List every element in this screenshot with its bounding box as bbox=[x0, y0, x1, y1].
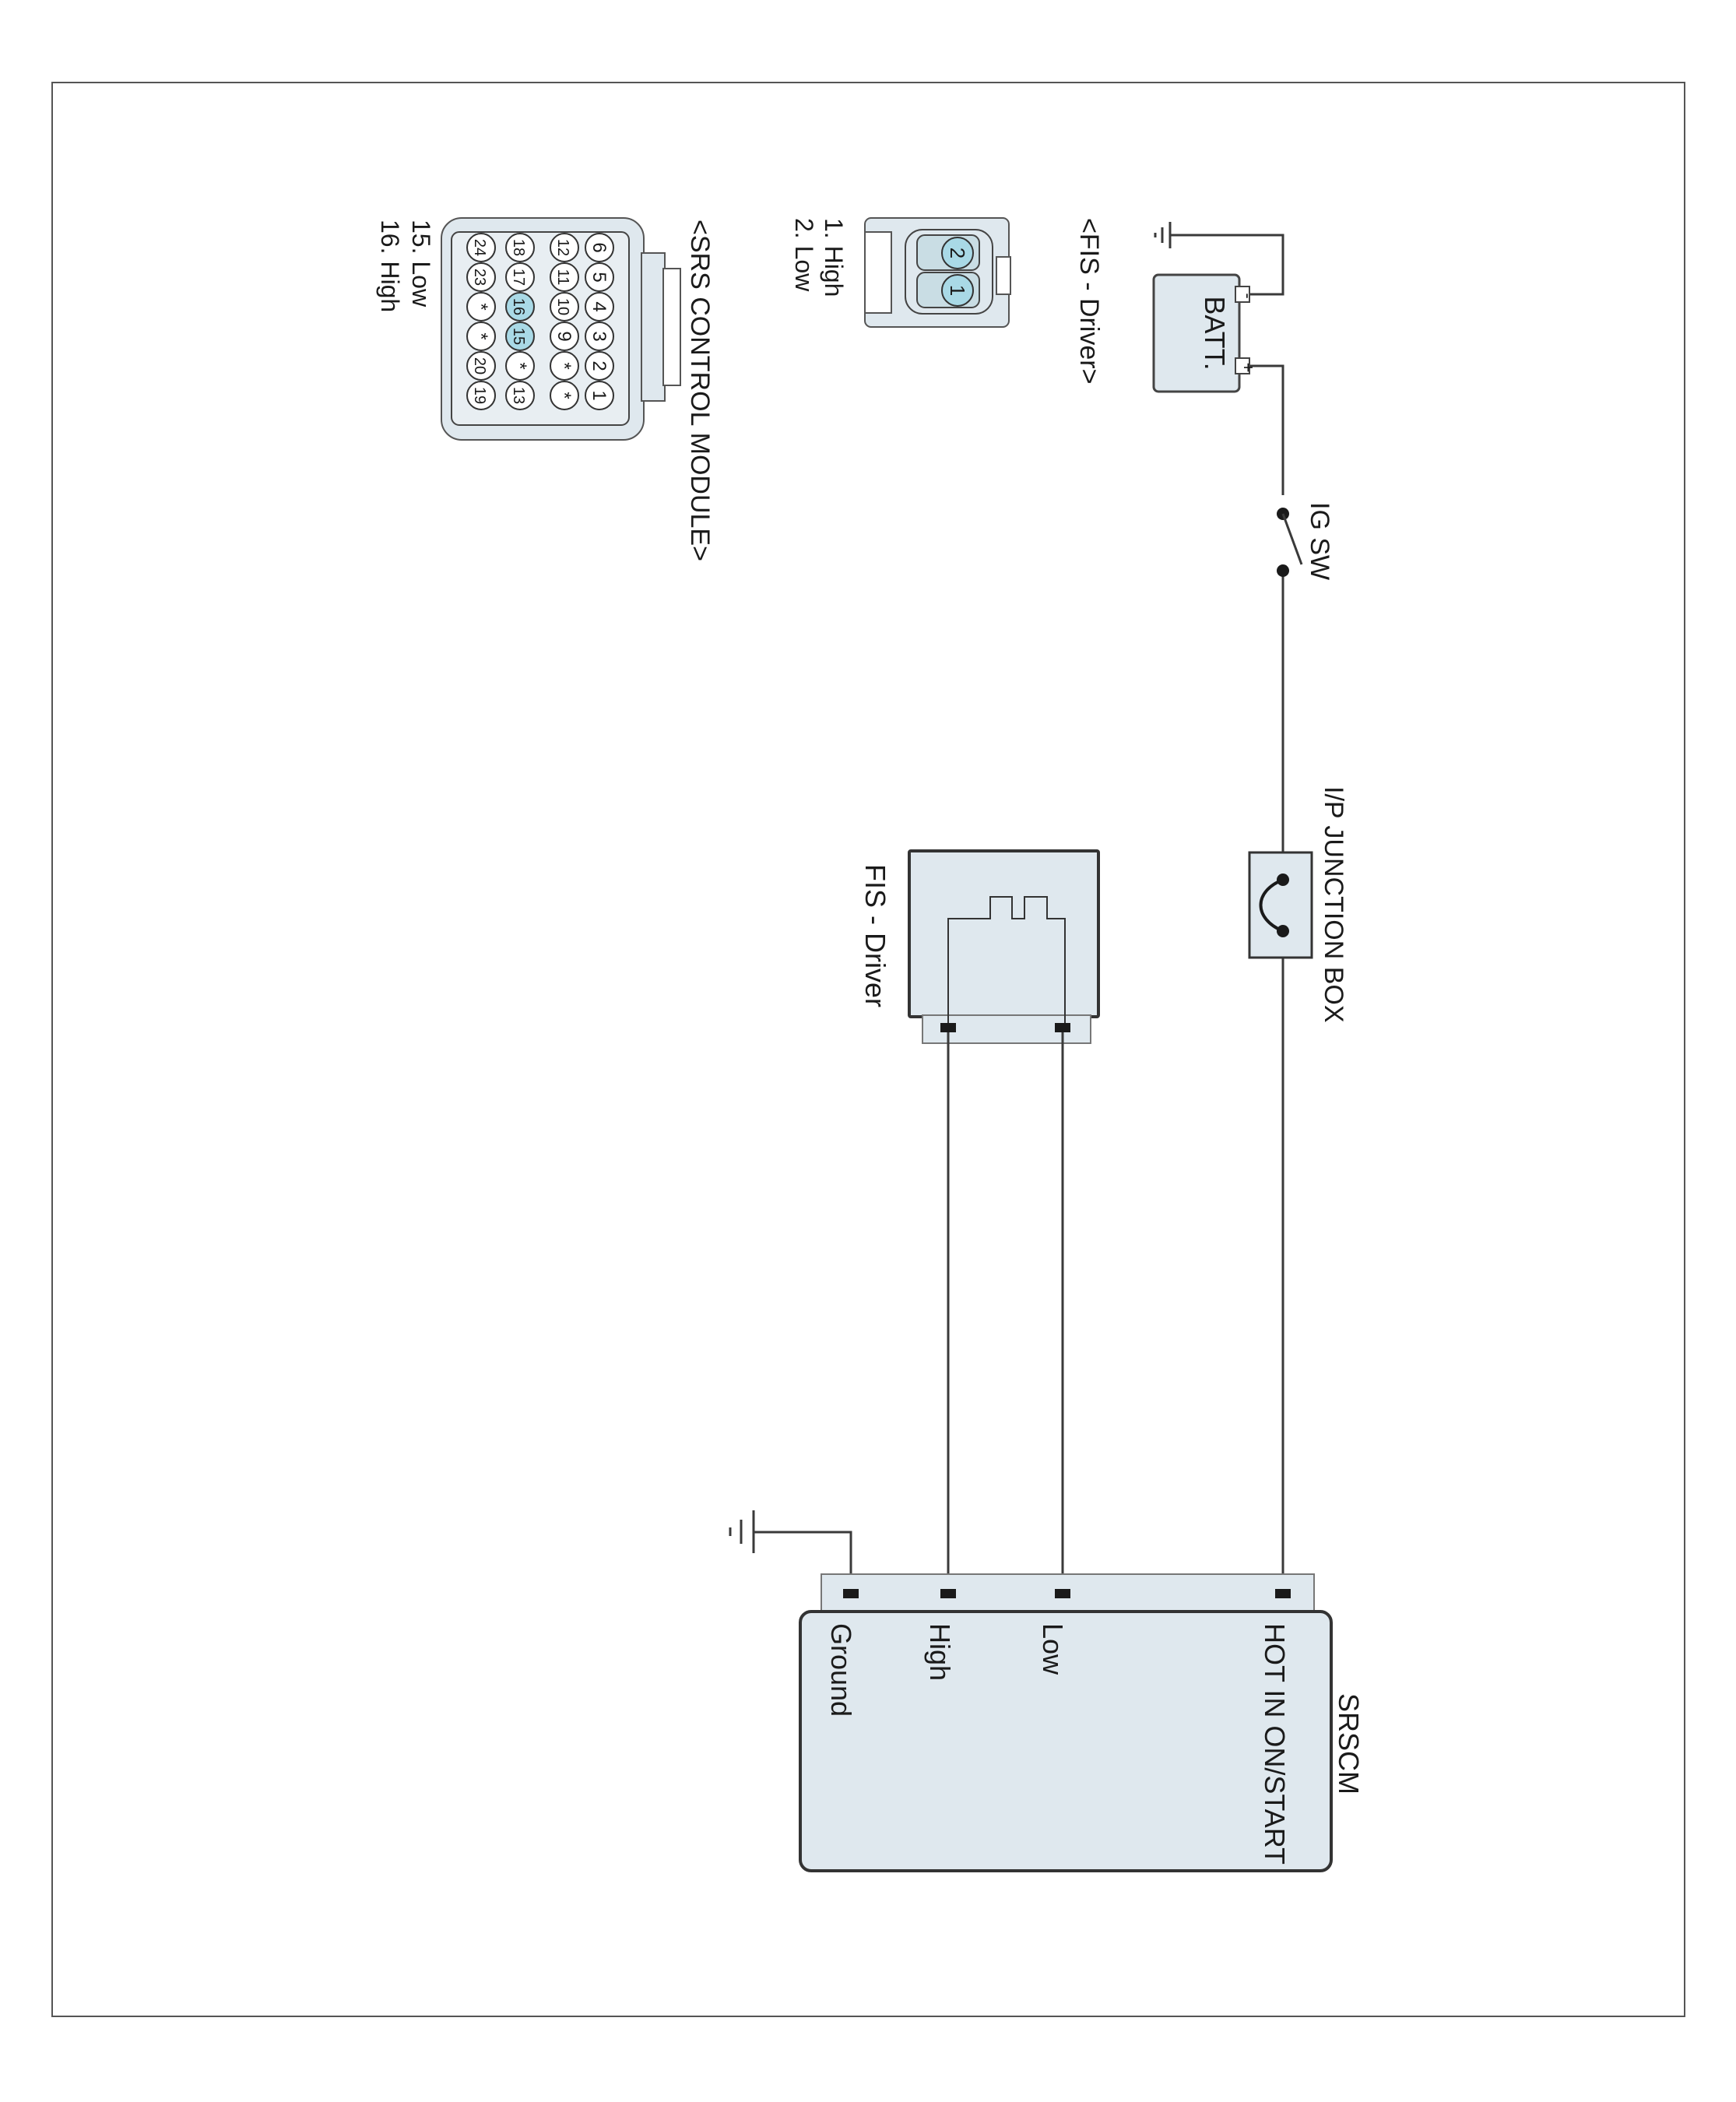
srs-connector-pin bbox=[550, 262, 579, 292]
battery-minus-label: - bbox=[1239, 293, 1258, 298]
srs-connector-pin-label: 1 bbox=[589, 390, 610, 400]
fis-connector-face: 1 2 <FIS - Driver> 1. High 2. Low bbox=[790, 217, 1104, 384]
battery: BATT. - + bbox=[1152, 273, 1258, 393]
srs-connector-pin-label: 19 bbox=[471, 387, 488, 404]
fis-connector-legend-2: 2. Low bbox=[790, 218, 818, 292]
srs-connector-pin-label: * bbox=[470, 303, 491, 310]
srs-connector-pin-label: * bbox=[470, 332, 491, 339]
srs-connector-pin bbox=[505, 381, 535, 410]
srs-connector-pin-label: 2 bbox=[589, 360, 610, 371]
srs-connector-pin-label: 16 bbox=[510, 298, 527, 315]
fis-wires bbox=[947, 1032, 1064, 1594]
srs-connector-pin-label: 4 bbox=[589, 301, 610, 311]
srscm-pin-high bbox=[940, 1589, 956, 1598]
fis-driver-pin-high bbox=[940, 1023, 956, 1032]
srs-connector-pin bbox=[585, 262, 614, 292]
ignition-switch: IG SW bbox=[1275, 495, 1334, 580]
srs-connector-pin bbox=[585, 381, 614, 410]
srs-connector-pin-label: 3 bbox=[589, 331, 610, 341]
fis-connector-pin-1 bbox=[941, 274, 974, 307]
srscm-pin-label-ground: Ground bbox=[825, 1623, 857, 1717]
srs-connector-pin-label: 10 bbox=[554, 298, 571, 315]
squib-symbol bbox=[947, 896, 1066, 1028]
svg-text:2: 2 bbox=[946, 248, 969, 258]
srs-connector-pin bbox=[505, 262, 535, 292]
battery-plus-label: + bbox=[1239, 363, 1258, 373]
srscm-pin-label-low: Low bbox=[1037, 1623, 1069, 1675]
srs-connector-pin-label: 24 bbox=[471, 239, 488, 256]
srscm-pin-label-high: High bbox=[924, 1623, 956, 1681]
srs-connector-pin-label: 20 bbox=[471, 357, 488, 374]
fis-connector-title: <FIS - Driver> bbox=[1074, 218, 1104, 384]
srscm-label: SRSCM bbox=[1333, 1693, 1365, 1794]
srs-connector-pin bbox=[466, 292, 496, 322]
srs-connector-pin-label: 12 bbox=[554, 239, 571, 256]
ip-junction-box: I/P JUNCTION BOX bbox=[1248, 786, 1348, 1023]
battery-label: BATT. bbox=[1199, 296, 1231, 370]
srs-connector-pin bbox=[505, 292, 535, 322]
srs-connector-pin bbox=[466, 381, 496, 410]
srs-connector-legend-16: 16. High bbox=[376, 220, 404, 312]
srs-connector-pin-label: 9 bbox=[553, 331, 575, 341]
srs-connector-pin bbox=[585, 322, 614, 351]
srs-connector-legend-15: 15. Low bbox=[407, 220, 435, 308]
fis-connector-pin-2 bbox=[941, 237, 974, 269]
battery-minus-terminal bbox=[1235, 286, 1250, 303]
srs-connector-face: <SRS CONTROL MODULE> 15. Low 16. High 6 5… bbox=[376, 217, 715, 561]
battery-plus-terminal bbox=[1235, 357, 1250, 374]
srscm-module: HOT IN ON/START Low High Ground SRSCM bbox=[799, 1573, 1365, 1872]
srs-connector-pin bbox=[550, 351, 579, 381]
srscm-pin-ground bbox=[843, 1589, 859, 1598]
srs-connector-title: <SRS CONTROL MODULE> bbox=[685, 220, 715, 561]
srs-connector-pin bbox=[585, 233, 614, 262]
srs-connector-pin bbox=[466, 322, 496, 351]
srs-connector-pin-label: 6 bbox=[589, 242, 610, 252]
srscm-pin-hot bbox=[1275, 1589, 1291, 1598]
srs-connector-pin bbox=[550, 233, 579, 262]
srs-connector-pin bbox=[466, 351, 496, 381]
srs-connector-pin bbox=[550, 322, 579, 351]
srs-connector-pin-label: 23 bbox=[471, 269, 488, 286]
svg-text:1: 1 bbox=[946, 285, 969, 296]
srs-connector-pin-label: * bbox=[509, 362, 530, 369]
srs-connector-pin bbox=[585, 292, 614, 322]
srscm-ground bbox=[729, 1510, 852, 1594]
fis-driver-component: FIS - Driver bbox=[859, 849, 1100, 1044]
fis-driver-label: FIS - Driver bbox=[859, 864, 891, 1007]
fis-driver-pin-low bbox=[1055, 1023, 1070, 1032]
srs-connector-pin-label: * bbox=[553, 392, 575, 399]
power-wire bbox=[1170, 234, 1284, 1594]
battery-ground-icon bbox=[1154, 222, 1172, 248]
srs-connector-pin-label: 17 bbox=[510, 269, 527, 286]
srs-connector-pin-label: 11 bbox=[554, 269, 571, 286]
srs-connector-pin bbox=[505, 322, 535, 351]
srs-connector-pin bbox=[550, 381, 579, 410]
srs-connector-pin bbox=[550, 292, 579, 322]
srs-connector-pin bbox=[585, 351, 614, 381]
srscm-pin-label-hot: HOT IN ON/START bbox=[1259, 1623, 1291, 1865]
fuse-icon bbox=[1259, 878, 1284, 933]
srs-connector-pin bbox=[466, 262, 496, 292]
srscm-pin-low bbox=[1055, 1589, 1070, 1598]
srs-connector-pin bbox=[505, 233, 535, 262]
fis-connector-legend-1: 1. High bbox=[820, 218, 848, 297]
ip-junction-box-label: I/P JUNCTION BOX bbox=[1319, 786, 1348, 1023]
srs-connector-pin-label: * bbox=[553, 362, 575, 369]
ig-sw-label: IG SW bbox=[1305, 502, 1334, 580]
srs-connector-pin-label: 18 bbox=[510, 239, 527, 256]
srs-connector-pin-label: 5 bbox=[589, 272, 610, 282]
srs-connector-pin-label: 15 bbox=[510, 328, 527, 345]
srs-connector-pin bbox=[505, 351, 535, 381]
srs-connector-pin bbox=[466, 233, 496, 262]
srs-connector-pin-label: 13 bbox=[510, 387, 527, 404]
page-border bbox=[51, 82, 1685, 2017]
